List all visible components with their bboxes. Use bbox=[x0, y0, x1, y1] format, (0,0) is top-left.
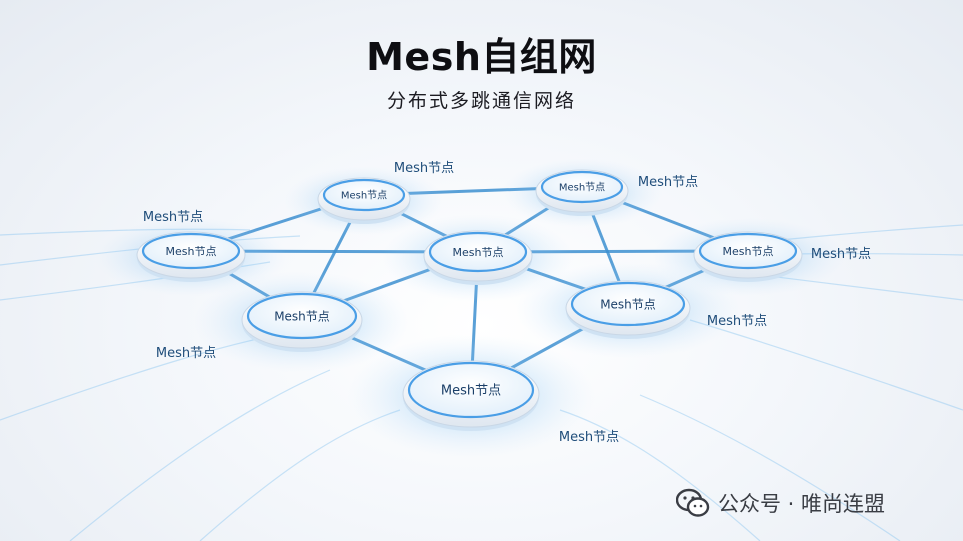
node-label: Mesh节点 bbox=[723, 245, 774, 258]
node-face bbox=[322, 178, 406, 212]
node-face bbox=[407, 361, 535, 419]
node-face bbox=[246, 292, 358, 340]
node-label: Mesh节点 bbox=[341, 190, 387, 202]
node-face bbox=[540, 170, 624, 204]
node-face bbox=[698, 232, 798, 270]
node-label: Mesh节点 bbox=[559, 182, 605, 194]
external-label-right: Mesh节点 bbox=[811, 247, 871, 262]
node-face bbox=[570, 281, 686, 327]
watermark-text: 公众号 · 唯尚连盟 bbox=[718, 492, 886, 516]
mesh-node-top-right: Mesh节点 bbox=[502, 158, 662, 228]
page-title: Mesh自组网 bbox=[366, 35, 597, 79]
external-label-top-left: Mesh节点 bbox=[394, 161, 454, 176]
mesh-node-center: Mesh节点 bbox=[382, 214, 574, 302]
node-label: Mesh节点 bbox=[441, 384, 501, 399]
node-label: Mesh节点 bbox=[600, 297, 656, 311]
watermark: 公众号 · 唯尚连盟 bbox=[676, 486, 885, 520]
mesh-node-left: Mesh节点 bbox=[95, 217, 287, 297]
wechat-icon bbox=[676, 488, 710, 517]
node-label: Mesh节点 bbox=[274, 309, 330, 323]
mesh-node-mid-right: Mesh节点 bbox=[516, 261, 740, 359]
light-streak bbox=[69, 369, 331, 541]
external-label-mid-right: Mesh节点 bbox=[707, 314, 767, 329]
external-label-top-right: Mesh节点 bbox=[638, 175, 698, 190]
external-label-left: Mesh节点 bbox=[143, 210, 203, 225]
external-label-mid-left: Mesh节点 bbox=[156, 346, 216, 361]
node-label: Mesh节点 bbox=[453, 246, 504, 259]
mesh-nodes: Mesh节点 Mesh节点 Mesh节点 Mesh节点 Mesh节点 Mesh节点 Mesh… bbox=[95, 158, 844, 459]
page-subtitle: 分布式多跳通信网络 bbox=[386, 90, 576, 112]
node-face bbox=[141, 232, 241, 270]
light-streak bbox=[689, 319, 963, 411]
mesh-node-top-left: Mesh节点 bbox=[284, 166, 444, 236]
node-label: Mesh节点 bbox=[166, 245, 217, 258]
mesh-node-mid-left: Mesh节点 bbox=[194, 271, 410, 373]
light-streak bbox=[639, 394, 901, 541]
node-face bbox=[428, 231, 528, 273]
external-labels: Mesh节点 Mesh节点 Mesh节点 Mesh节点 Mesh节点 Mesh节点 Mesh… bbox=[143, 161, 871, 445]
external-label-bottom: Mesh节点 bbox=[559, 430, 619, 445]
mesh-node-bottom: Mesh节点 bbox=[347, 333, 595, 459]
